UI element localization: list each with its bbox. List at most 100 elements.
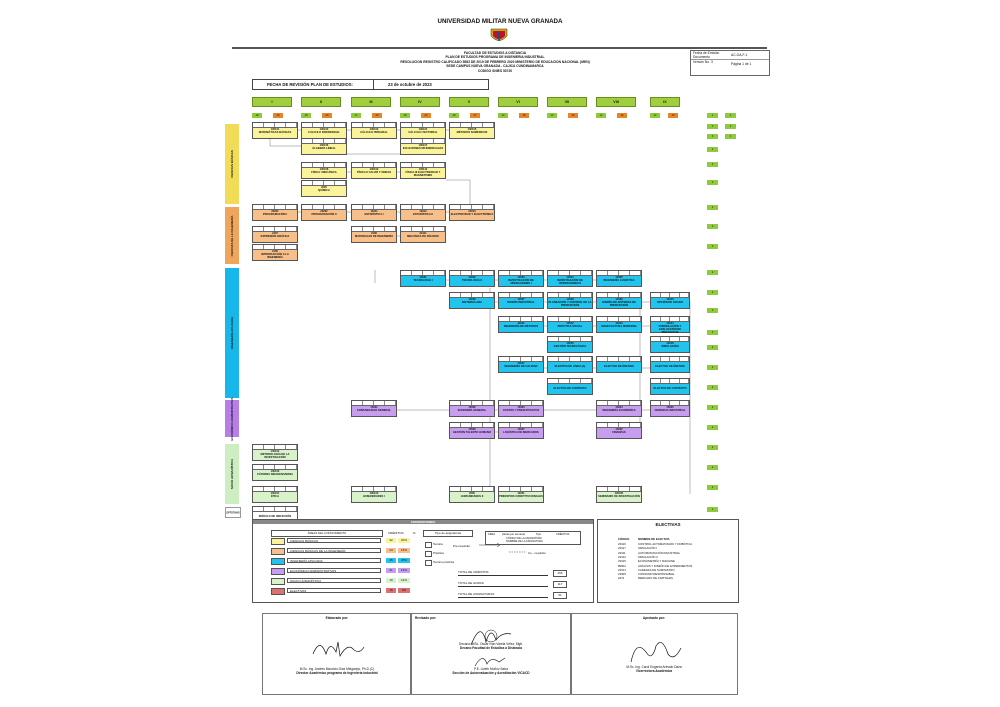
- course-name: CONTABILIDAD GENERAL: [356, 409, 392, 412]
- semester-header: V: [449, 97, 489, 107]
- prereq-arrow-icon: [479, 542, 501, 548]
- credits-header: CRÉDITOS: [388, 531, 404, 535]
- elective-name: CADENAS DE SUMINISTRO: [638, 567, 675, 572]
- course-code: 100106: [319, 143, 329, 147]
- summary-cell: 1: [725, 113, 736, 118]
- review-date: 23 de octubre de 2023: [388, 82, 432, 87]
- course-code: 15002: [468, 405, 476, 409]
- course-meta-row: [302, 205, 346, 210]
- area-row-pct: 9%: [398, 588, 410, 593]
- summary-cell: 2: [707, 147, 718, 152]
- course-code: 100107: [418, 143, 428, 147]
- course-code: 14517: [517, 361, 525, 365]
- course-meta-row: [450, 293, 494, 298]
- course-name: ELECTIVA DE LÍNEA (A): [554, 365, 586, 368]
- course-code: 15007: [517, 427, 525, 431]
- course-name: INVESTIGACIÓN DE OPERACIONES I: [508, 279, 534, 285]
- course-meta-row: [597, 357, 641, 362]
- total-credits-label: TOTAL DE CRÉDITOS: [458, 570, 548, 576]
- area-row-credits: 19: [386, 578, 396, 583]
- conventions-title: CONVENCIONES: [253, 520, 593, 524]
- course-meta-row: [253, 445, 297, 450]
- summary-cell: 2: [707, 308, 718, 313]
- course-meta-row: [302, 123, 346, 128]
- university-title: UNIVERSIDAD MILITAR NUEVA GRANADA: [437, 18, 563, 25]
- course-meta-row: [651, 293, 689, 298]
- signature-aprobado: [630, 642, 682, 663]
- summary-cell: 2: [707, 465, 718, 470]
- course-name: ELECTIVA DE ÉNFASIS: [655, 365, 685, 368]
- elective-name: MERCADO DE CAPITALES: [638, 576, 673, 581]
- hours-box: 17: [470, 113, 480, 118]
- area-row-pct: 12%: [398, 578, 410, 583]
- course-name: CÁLCULO VECTORIAL: [408, 131, 438, 134]
- course-name: SIMULACIÓN: [661, 345, 679, 348]
- course-meta-row: [651, 401, 689, 406]
- area-label-ingenieria: CIENCIAS DE LA INGENIERÍA: [225, 207, 239, 264]
- course-meta-row: [401, 139, 445, 144]
- legend-hours: [Horas por semana]: [502, 533, 525, 536]
- course-name: PLANEACIÓN Y CONTROL DE LA PRODUCCIÓN: [548, 301, 592, 307]
- electives-title: ELECTIVAS: [655, 522, 681, 527]
- revisado-role-2: Sección de Autoevaluación y Acreditación…: [452, 671, 530, 675]
- course-name: QUÍMICA: [318, 189, 330, 192]
- course-name: FÍSICA II CALOR Y ONDAS: [356, 171, 392, 174]
- area-color-swatch: [271, 558, 285, 565]
- code-label: Fecha de Emisión Documento: [693, 51, 720, 59]
- area-row-label: CIENCIAS BÁSICAS: [287, 538, 381, 543]
- course-meta-row: [548, 337, 592, 342]
- course-name: GERENCIA INDUSTRIAL: [654, 409, 686, 412]
- area-label-basicas: CIENCIAS BÁSICAS: [225, 124, 239, 204]
- course-code: 15022: [615, 427, 623, 431]
- aprobado-title: Aprobado por:: [642, 616, 666, 620]
- course-code: 14506: [468, 297, 476, 301]
- header-line: RESOLUCION REGISTRO CALIFICADO 5583 DE 2…: [400, 59, 590, 64]
- elective-code: 23316: [618, 542, 626, 546]
- course-name: ECUACIONES DIFERENCIALES: [402, 147, 444, 150]
- legend-credits: CRÉDITOS: [556, 533, 570, 536]
- course-meta-row: [597, 293, 641, 298]
- course-meta-row: [302, 181, 346, 186]
- course-name: CÁLCULO INTEGRAL: [360, 131, 388, 134]
- course-code: 20202: [320, 209, 328, 213]
- course-name: ELECTIVA DE CONTEXTO: [553, 387, 587, 390]
- course-code: 14507: [517, 297, 525, 301]
- course-code: 14502: [468, 275, 476, 279]
- course-name: MATEMÁTICAS BÁSICAS: [258, 131, 292, 134]
- course-code: 15003: [517, 405, 525, 409]
- elective-name: SIMULACIÓN I: [638, 546, 657, 551]
- summary-cell: 3: [725, 134, 736, 139]
- course-code: 14503: [517, 275, 525, 279]
- summary-cell: 4: [707, 124, 718, 129]
- hours-box: 20: [273, 113, 283, 118]
- semester-header: IV: [400, 97, 440, 107]
- version-label: Versión No. 3: [693, 60, 713, 64]
- course-meta-row: [352, 123, 396, 128]
- elective-name: CONTROL AUTOMATIZADO Y ROBÓTICA: [638, 542, 693, 546]
- course-meta-row: [597, 487, 641, 492]
- elective-code: 23315: [618, 559, 626, 564]
- pct-header: %: [413, 531, 416, 535]
- course-name: ECONOMÍA GENERAL: [457, 409, 487, 412]
- course-name: INGENIERÍA ECONÓMICA: [602, 409, 636, 412]
- area-row-label: ELECTIVAS: [287, 588, 381, 593]
- course-code: 100108: [319, 167, 329, 171]
- summary-cell: 1: [707, 507, 718, 512]
- faculty-header: FACULTAD DE ESTUDIOS A DISTANCIA PLAN DE…: [300, 51, 690, 73]
- course-code: 14511: [517, 321, 525, 325]
- course-meta-row: [548, 293, 592, 298]
- summary-cell: 3: [707, 162, 718, 167]
